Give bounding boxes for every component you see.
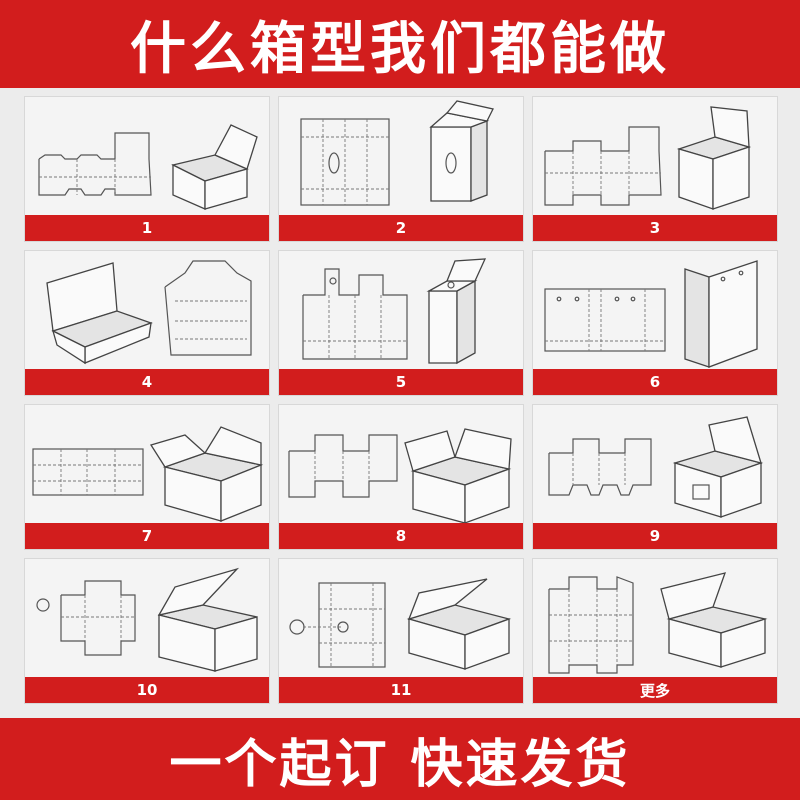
box-style-label: 1 [25,215,269,241]
box-style-label: 5 [279,369,523,395]
promo-slogan: 一个起订 快速发货 [169,734,631,795]
box-net-diagram [302,258,487,365]
box-net-diagram [288,428,512,524]
box-style-card-9[interactable]: 9 [532,404,778,550]
page-title: 什么箱型我们都能做 [130,16,670,82]
box-style-label: 7 [25,523,269,549]
box-net-diagram [548,572,768,674]
box-net-diagram [544,106,752,210]
box-net-diagram [38,124,258,210]
box-net-diagram [300,100,494,206]
box-style-grid: 1 2 3 [0,88,800,718]
box-style-label: 4 [25,369,269,395]
box-style-card-7[interactable]: 7 [24,404,270,550]
box-style-card-3[interactable]: 3 [532,96,778,242]
box-style-card-6[interactable]: 6 [532,250,778,396]
box-net-diagram [32,426,264,522]
box-style-label: 8 [279,523,523,549]
box-style-label: 3 [533,215,777,241]
box-net-diagram [289,578,512,670]
box-net-diagram [36,567,258,672]
box-style-card-more[interactable]: 更多 [532,558,778,704]
box-style-label: 6 [533,369,777,395]
box-style-card-11[interactable]: 11 [278,558,524,704]
box-style-card-8[interactable]: 8 [278,404,524,550]
box-style-label: 10 [25,677,269,703]
box-style-label: 2 [279,215,523,241]
box-net-diagram [46,260,252,365]
top-banner: 什么箱型我们都能做 [0,0,800,88]
box-style-label: 11 [279,677,523,703]
box-style-card-10[interactable]: 10 [24,558,270,704]
box-net-diagram [544,260,758,368]
box-style-card-5[interactable]: 5 [278,250,524,396]
box-net-diagram [548,416,764,518]
box-style-card-2[interactable]: 2 [278,96,524,242]
box-style-card-4[interactable]: 4 [24,250,270,396]
box-style-card-1[interactable]: 1 [24,96,270,242]
box-style-label: 9 [533,523,777,549]
box-style-label: 更多 [533,677,777,703]
bottom-banner: 一个起订 快速发货 [0,718,800,800]
